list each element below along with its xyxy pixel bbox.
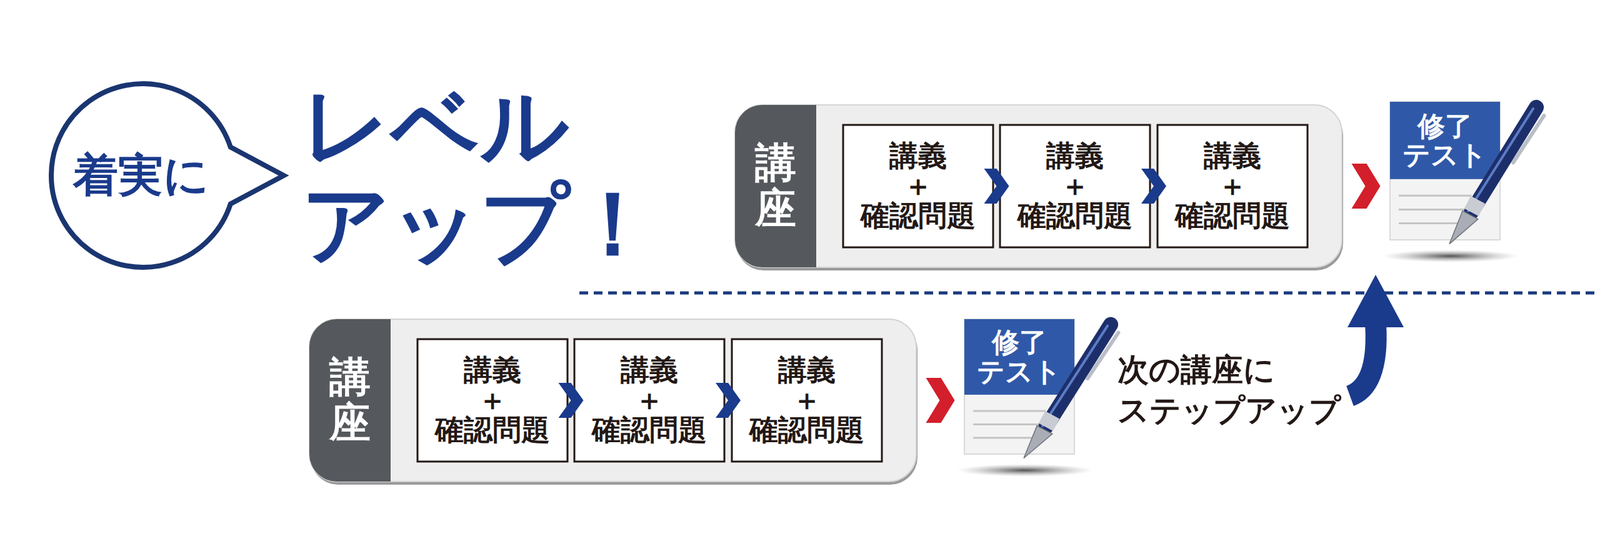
step-chevron [926,378,955,424]
text-holder: 修了 テスト [1390,101,1500,180]
pen-nib [1023,426,1053,459]
course-panel: 講座講義＋確認問題講義＋確認問題講義＋確認問題 [735,105,1342,268]
test-title: 修了 テスト [1401,111,1490,170]
lesson-text: 確認問題 [749,415,865,446]
lesson-box-outline [1157,125,1308,248]
text-holder: 講義＋確認問題 [731,339,882,462]
speech-bubble: 着実に [51,83,235,268]
step-up-arrow-head [1347,275,1404,328]
lesson-text: ＋ [635,385,664,416]
test-sheet-header [1390,101,1500,180]
lesson-box-outline [417,339,568,462]
lesson-text: 講義 [1046,141,1104,172]
pen-band [1045,415,1053,427]
sheet-shadow [1382,250,1519,263]
text-holder: 講義＋確認問題 [843,125,994,248]
pen-clip [1513,115,1544,163]
course-panel-shape [735,105,1344,271]
lesson-text: 確認問題 [1017,201,1133,232]
panel-band [735,105,817,268]
lesson-text: 講義 [463,355,522,386]
test-sheet-header [964,319,1075,395]
lesson-box-outline [574,339,725,462]
lesson-text: ＋ [478,385,507,416]
text-holder: 修了 テスト [964,319,1075,395]
step-up-arrow-shaft [1350,323,1377,397]
lesson-text: 講義 [889,141,947,172]
step-chevron [1351,163,1381,209]
text-holder: 講義＋確認問題 [1000,125,1150,248]
course-panel: 講座講義＋確認問題講義＋確認問題講義＋確認問題 [309,319,917,482]
lesson-text: 確認問題 [1175,201,1290,232]
sheet-rule-line [973,423,1046,426]
bubble-outline [51,83,284,268]
sheet-rule-line [1398,208,1472,211]
lesson-box: 講義＋確認問題 [417,339,568,462]
headline-text: レベル アップ！ [301,76,678,274]
test-sheet [964,319,1075,455]
lesson-text: 講義 [1203,141,1262,172]
lesson-box-outline [843,125,994,248]
pen-band [1471,200,1479,213]
lesson-text: ＋ [792,385,822,416]
panel-band [309,319,391,482]
sheet-shadow [956,464,1094,477]
lesson-box: 講義＋確認問題 [1000,125,1150,248]
sheet-rule-line [1398,195,1472,197]
pen-nib [1449,211,1479,245]
completion-test-icon: 修了 テスト [964,319,1075,455]
lesson-text: 確認問題 [435,415,550,446]
lesson-text: 確認問題 [591,415,707,446]
text-holder: 講義＋確認問題 [1157,125,1308,248]
pen-clip [1087,333,1119,379]
lesson-text: 講義 [778,355,836,386]
test-sheet [1390,101,1500,240]
divider-dotted-line [579,291,1600,295]
sheet-rule-line [973,410,1046,412]
text-holder: 講義＋確認問題 [574,339,725,462]
step-up-note: 次の講座に ステップアップ [1117,350,1349,432]
lesson-text: 講義 [620,355,679,386]
text-holder: 着実に [51,83,235,268]
panel-ground [735,105,1342,268]
lesson-box: 講義＋確認問題 [574,339,725,462]
lesson-text: ＋ [1218,171,1247,202]
bubble-text: 着実に [73,145,210,206]
course-label: 講座 [755,140,797,232]
course-panel-shape [309,319,918,485]
lesson-box: 講義＋確認問題 [1157,125,1308,248]
lesson-box-outline [1000,125,1150,248]
text-holder: 講座 [735,105,817,268]
text-holder: 講義＋確認問題 [417,339,568,462]
lesson-text: 確認問題 [860,201,976,232]
step-chevron [1141,168,1167,204]
text-holder: 講座 [309,319,391,482]
step-chevron [558,383,584,419]
step-chevron [984,168,1010,204]
step-chevron [715,383,741,419]
completion-test-icon: 修了 テスト [1390,101,1500,240]
lesson-box: 講義＋確認問題 [843,125,994,248]
lesson-text: ＋ [903,171,933,202]
panel-ground [309,319,917,482]
course-label: 講座 [329,355,371,446]
lesson-box: 講義＋確認問題 [731,339,882,462]
lesson-text: ＋ [1060,171,1090,202]
test-title: 修了 テスト [975,328,1064,386]
lesson-box-outline [731,339,882,462]
